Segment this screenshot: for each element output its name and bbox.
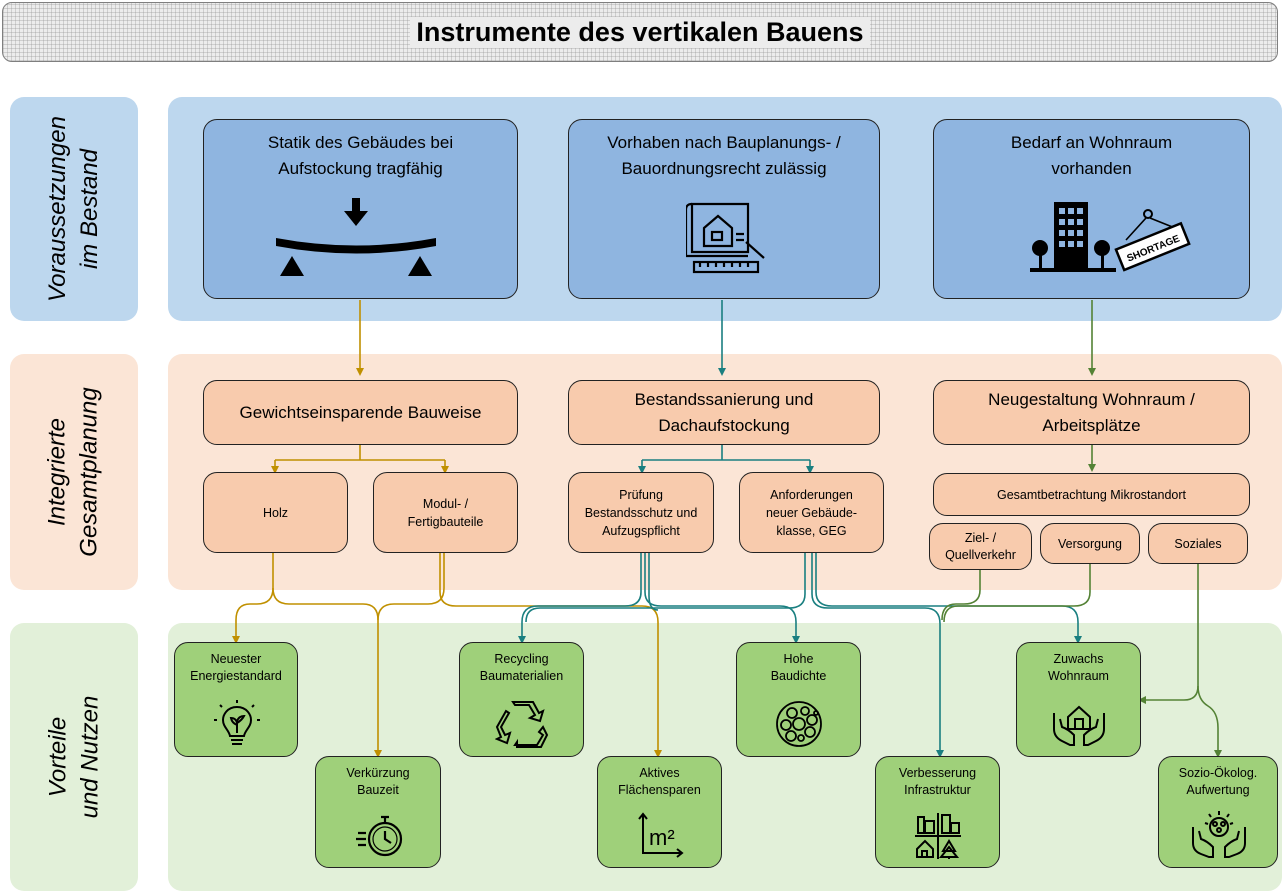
planning-gewicht-label: Gewichtseinsparende Bauweise xyxy=(239,402,482,422)
arrow-anforderungen-recycling xyxy=(525,553,806,623)
planning-holz: Holz xyxy=(203,472,348,553)
planning-gesamtbetrachtung-label: Gesamtbetrachtung Mikrostandort xyxy=(997,487,1186,502)
community-hands-icon xyxy=(1192,811,1246,858)
prereq-vorhaben-line2: Bauordnungsrecht zulässig xyxy=(621,159,827,178)
lightbulb-icon xyxy=(214,700,260,745)
planning-holz-label: Holz xyxy=(262,505,288,520)
page-title: Instrumente des vertikalen Bauens xyxy=(410,16,870,48)
planning-pruefung-line2: Bestandsschutz und xyxy=(584,505,698,520)
planning-modul-line1: Modul- / xyxy=(422,496,469,511)
square-meter-text: m² xyxy=(649,825,675,850)
arrow-ziel-infra xyxy=(941,570,981,621)
planning-bestand-line1: Bestandssanierung und xyxy=(634,389,814,409)
arrow-pruefung-flaechen xyxy=(648,553,659,611)
benefit-baudichte-line2: Baudichte xyxy=(770,669,827,683)
planning-ziel-line1: Ziel- / xyxy=(964,530,997,545)
planning-soziales: Soziales xyxy=(1148,523,1248,564)
benefit-bauzeit-line1: Verkürzung xyxy=(346,766,410,780)
arrow-gewicht-split xyxy=(275,445,445,461)
prereq-bedarf-line2: vorhanden xyxy=(1051,159,1132,178)
benefit-flaechen-line1: Aktives xyxy=(639,766,680,780)
planning-neugestaltung-line2: Arbeitsplätze xyxy=(1042,415,1141,435)
benefit-sozio-line2: Aufwertung xyxy=(1186,783,1250,797)
prereq-statik-line2: Aufstockung tragfähig xyxy=(278,159,443,178)
planning-versorgung-label: Versorgung xyxy=(1058,536,1122,551)
arrow-holz-bauzeit xyxy=(272,587,382,758)
prereq-bedarf-line1: Bedarf an Wohnraum xyxy=(1010,133,1173,152)
planning-pruefung: Prüfung Bestandsschutz und Aufzugspflich… xyxy=(568,472,714,553)
density-circles-icon xyxy=(776,701,822,747)
square-meter-icon: m² xyxy=(638,812,684,858)
arrow-pruefung-recycling xyxy=(518,553,642,644)
prereq-bedarf: Bedarf an Wohnraum vorhanden SHORTAGE xyxy=(933,119,1250,299)
title-bar: Instrumente des vertikalen Bauens xyxy=(2,2,1278,62)
planning-ziel: Ziel- / Quellverkehr xyxy=(929,523,1032,570)
benefit-sozio: Sozio-Ökolog. Aufwertung xyxy=(1158,756,1278,868)
planning-anforderungen-line1: Anforderungen xyxy=(770,487,853,502)
planning-versorgung: Versorgung xyxy=(1040,523,1140,564)
prereq-vorhaben: Vorhaben nach Bauplanungs- / Bauordnungsr… xyxy=(568,119,880,299)
infrastructure-icon xyxy=(915,813,961,859)
arrow-soziales-sozio xyxy=(1197,685,1222,758)
arrow-pruefung-baudichte xyxy=(644,553,800,644)
benefit-wohnraum-line1: Zuwachs xyxy=(1053,652,1104,666)
recycle-icon xyxy=(495,701,549,748)
benefit-recycling-line2: Baumaterialien xyxy=(479,669,564,683)
benefit-energie-line2: Energiestandard xyxy=(190,669,282,683)
benefit-sozio-line1: Sozio-Ökolog. xyxy=(1178,766,1258,780)
arrow-modul-bauzeit xyxy=(377,553,445,621)
benefit-infrastruktur-line1: Verbesserung xyxy=(898,766,977,780)
arrow-bestand-split xyxy=(642,445,810,461)
beam-load-icon xyxy=(276,198,436,276)
planning-neugestaltung-line1: Neugestaltung Wohnraum / xyxy=(988,389,1195,409)
planning-anforderungen-line2: neuer Gebäude- xyxy=(765,505,858,520)
stopwatch-icon xyxy=(356,815,403,857)
planning-modul: Modul- / Fertigbauteile xyxy=(373,472,518,553)
planning-gesamtbetrachtung: Gesamtbetrachtung Mikrostandort xyxy=(933,473,1250,516)
planning-neugestaltung: Neugestaltung Wohnraum / Arbeitsplätze xyxy=(933,380,1250,445)
planning-gewicht: Gewichtseinsparende Bauweise xyxy=(203,380,518,445)
benefit-bauzeit-line2: Bauzeit xyxy=(357,783,399,797)
prereq-statik-line1: Statik des Gebäudes bei xyxy=(267,133,454,152)
planning-soziales-label: Soziales xyxy=(1174,536,1222,551)
benefit-recycling-line1: Recycling xyxy=(494,652,549,666)
planning-pruefung-line3: Aufzugspflicht xyxy=(602,523,680,538)
planning-modul-line2: Fertigbauteile xyxy=(407,514,484,529)
building-shortage-icon: SHORTAGE xyxy=(1030,202,1191,272)
planning-bestand-line2: Dachaufstockung xyxy=(658,415,790,435)
benefit-baudichte-line1: Hohe xyxy=(783,652,814,666)
prereq-vorhaben-line1: Vorhaben nach Bauplanungs- / xyxy=(607,133,841,152)
benefit-flaechen-line2: Flächensparen xyxy=(618,783,701,797)
arrow-soziales-wohnraum xyxy=(1138,564,1199,704)
planning-anforderungen: Anforderungen neuer Gebäude- klasse, GEG xyxy=(739,472,884,553)
blueprint-icon xyxy=(686,202,765,274)
arrow-versorgung-infra xyxy=(943,564,1091,623)
house-hands-icon xyxy=(1053,705,1105,746)
planning-ziel-line2: Quellverkehr xyxy=(945,547,1016,562)
arrow-anforderungen-infra xyxy=(811,553,944,758)
planning-anforderungen-line3: klasse, GEG xyxy=(776,523,847,538)
benefit-energie-line1: Neuester xyxy=(210,652,262,666)
benefit-wohnraum-line2: Wohnraum xyxy=(1048,669,1109,683)
arrow-holz-energie xyxy=(232,553,274,644)
benefit-infrastruktur-line2: Infrastruktur xyxy=(904,783,971,797)
planning-pruefung-line1: Prüfung xyxy=(619,487,663,502)
planning-bestand: Bestandssanierung und Dachaufstockung xyxy=(568,380,880,445)
